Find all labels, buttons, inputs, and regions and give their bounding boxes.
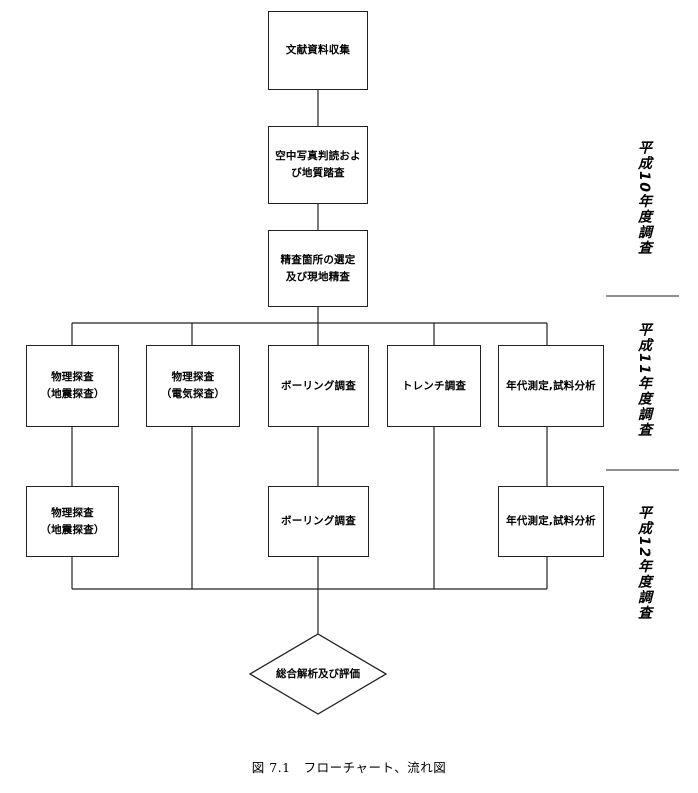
node-trench-label: トレンチ調査 bbox=[401, 379, 467, 392]
node-site-selection-label: 精査箇所の選定 及び現地精査 bbox=[280, 253, 356, 283]
node-seismic-survey-2: 物理探査 （地震探査） bbox=[26, 486, 119, 557]
node-dating-2-label: 年代測定,試料分析 bbox=[506, 515, 596, 527]
node-dating-1: 年代測定,試料分析 bbox=[498, 345, 604, 427]
phase-label-h12: 平成12年度調査 bbox=[636, 505, 652, 621]
node-dating-2: 年代測定,試料分析 bbox=[498, 486, 604, 557]
node-electric-survey-label: 物理探査 （電気探査） bbox=[160, 371, 226, 400]
node-boring-2: ボーリング調査 bbox=[268, 486, 369, 557]
node-seismic-survey-2-label: 物理探査 （地震探査） bbox=[40, 506, 105, 536]
node-aerial-photo-survey: 空中写真判読およ び地質踏査 bbox=[268, 126, 368, 204]
node-literature: 文献資料収集 bbox=[268, 11, 368, 90]
node-dating-1-label: 年代測定,試料分析 bbox=[506, 379, 596, 392]
node-evaluation-label: 総合解析及び評価 bbox=[276, 668, 360, 680]
node-literature-label: 文献資料収集 bbox=[285, 44, 351, 56]
node-site-selection: 精査箇所の選定 及び現地精査 bbox=[268, 230, 368, 307]
node-trench: トレンチ調査 bbox=[387, 345, 481, 427]
node-electric-survey: 物理探査 （電気探査） bbox=[146, 345, 240, 427]
node-boring-1-label: ボーリング調査 bbox=[281, 379, 356, 392]
phase-label-h10: 平成10年度調査 bbox=[636, 140, 652, 256]
figure-caption: 図 7.1 フローチャート、流れ図 bbox=[251, 760, 447, 775]
node-seismic-survey-1: 物理探査 （地震探査） bbox=[26, 345, 119, 427]
node-aerial-photo-survey-label: 空中写真判読およ び地質踏査 bbox=[275, 150, 361, 179]
node-boring-2-label: ボーリング調査 bbox=[281, 515, 356, 527]
node-boring-1: ボーリング調査 bbox=[268, 345, 369, 427]
node-seismic-survey-1-label: 物理探査 （地震探査） bbox=[40, 371, 105, 400]
evaluation-diamond bbox=[248, 633, 388, 715]
phase-label-h11: 平成11年度調査 bbox=[636, 322, 652, 438]
